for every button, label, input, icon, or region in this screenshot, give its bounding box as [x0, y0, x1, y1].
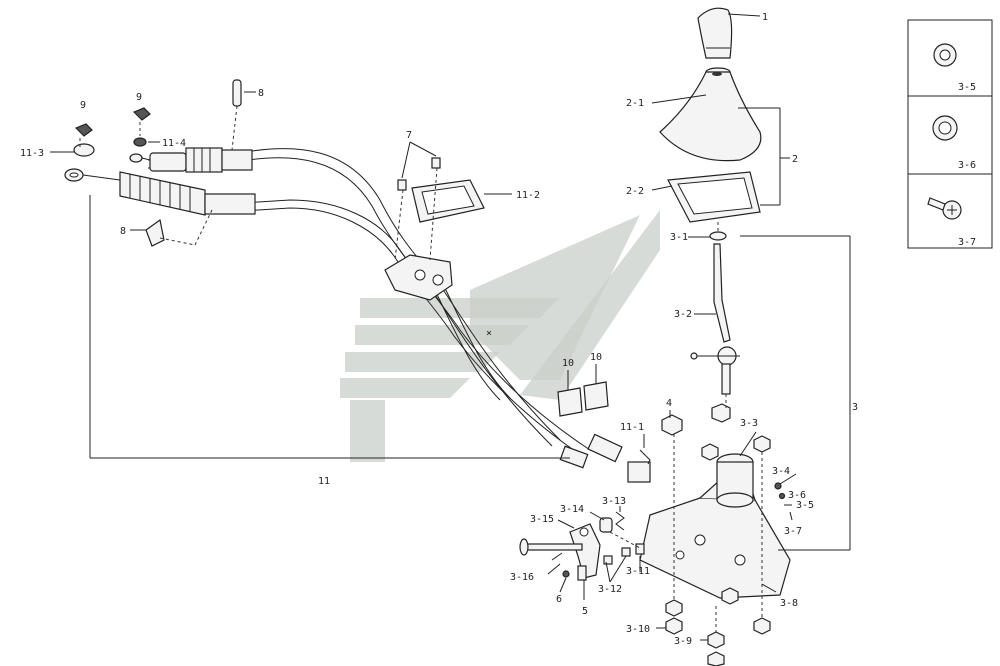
- nut-right: [753, 435, 771, 453]
- callout-3-3: 3-3: [740, 418, 758, 429]
- bushing-3-11: [635, 543, 645, 555]
- cross-mark: ×: [486, 328, 492, 339]
- inset-label-3-7: 3-7: [958, 237, 976, 248]
- nut-3-9: [707, 631, 725, 649]
- callout-3-5: 3-5: [796, 500, 814, 511]
- inset-label-3-5: 3-5: [958, 82, 976, 93]
- nut-3-10: [665, 599, 683, 617]
- clip-10-right: [583, 381, 609, 411]
- bolt-3-4: [774, 482, 782, 490]
- callout-3-9: 3-9: [674, 636, 692, 647]
- callout-2: 2: [792, 154, 798, 165]
- callout-7: 7: [406, 130, 412, 141]
- callout-3-4: 3-4: [772, 466, 790, 477]
- callout-3-6: 3-6: [788, 490, 806, 501]
- callout-3-14: 3-14: [560, 504, 584, 515]
- watermark-logo: [340, 210, 660, 462]
- bolt-3-7: [789, 511, 793, 521]
- nut-base: [721, 587, 739, 605]
- leader-lines: [50, 13, 851, 641]
- callout-8-bottom: 8: [120, 226, 126, 237]
- grommet-9-left: [73, 123, 95, 157]
- grommet-9-right: [132, 107, 151, 147]
- clip-10-left: [557, 387, 583, 417]
- cable-end-lower: [64, 168, 256, 216]
- callout-4: 4: [666, 398, 672, 409]
- callout-3-7: 3-7: [784, 526, 802, 537]
- callout-3-12: 3-12: [598, 584, 622, 595]
- screw-icon: [927, 197, 962, 220]
- callout-3-2: 3-2: [674, 309, 692, 320]
- bolt-7-right: [431, 157, 441, 169]
- nut-bottom: [707, 651, 725, 666]
- callout-9-left: 9: [80, 100, 86, 111]
- clip-6: [562, 570, 570, 578]
- callout-10-left: 10: [562, 358, 574, 369]
- callout-3-16: 3-16: [510, 572, 534, 583]
- callout-11-4: 11-4: [162, 138, 186, 149]
- callout-3-8: 3-8: [780, 598, 798, 609]
- callout-6: 6: [556, 594, 562, 605]
- cable-end-right-1: [559, 445, 589, 469]
- shift-cables: [147, 148, 591, 457]
- clip-11-1: [639, 449, 651, 465]
- shift-boot: [659, 67, 762, 162]
- base-bracket: [639, 453, 791, 599]
- cable-end-upper: [129, 147, 253, 173]
- cable-plate: [411, 179, 485, 223]
- callout-1: 1: [762, 12, 768, 23]
- boot-frame: [667, 171, 761, 223]
- bolt-7-left: [397, 179, 407, 191]
- cable-end-right-2: [587, 433, 651, 483]
- callout-10-right: 10: [590, 352, 602, 363]
- clip-5: [577, 565, 587, 581]
- shift-knob: [697, 7, 733, 59]
- nut-left: [701, 443, 719, 461]
- inset-parts-box: 3-5 3-6 3-7: [907, 19, 993, 249]
- callout-2-2: 2-2: [626, 186, 644, 197]
- callout-8-top: 8: [258, 88, 264, 99]
- nut-4: [661, 414, 683, 436]
- callout-3-10: 3-10: [626, 624, 650, 635]
- callout-5: 5: [582, 606, 588, 617]
- nut-3-top: [711, 403, 731, 423]
- callout-3-13: 3-13: [602, 496, 626, 507]
- bolt-3-6: [778, 492, 786, 500]
- callout-2-1: 2-1: [626, 98, 644, 109]
- ring-icon: [932, 115, 958, 141]
- callout-11-3: 11-3: [20, 148, 44, 159]
- washer-icon: [933, 43, 957, 67]
- callout-3-1: 3-1: [670, 232, 688, 243]
- shift-lever: [690, 231, 740, 395]
- callout-11-1: 11-1: [620, 422, 644, 433]
- inset-label-3-6: 3-6: [958, 160, 976, 171]
- callout-3: 3: [852, 402, 858, 413]
- callout-11-2: 11-2: [516, 190, 540, 201]
- bushing-3-14: [599, 517, 613, 533]
- bulkhead-grommet: [384, 254, 453, 301]
- pin-8-top: [232, 79, 242, 107]
- callout-3-11: 3-11: [626, 566, 650, 577]
- spring-3-13: [615, 511, 625, 531]
- pin-8-bottom: [145, 218, 165, 247]
- clip-3-12: [603, 547, 631, 565]
- pin-3-16: [519, 538, 583, 556]
- selector-lever: [569, 523, 601, 579]
- callout-9-right: 9: [136, 92, 142, 103]
- dashed-guides: [79, 105, 763, 632]
- nut-3-10b: [665, 617, 683, 635]
- nut-3-8: [753, 617, 771, 635]
- callout-11: 11: [318, 476, 330, 487]
- callout-3-15: 3-15: [530, 514, 554, 525]
